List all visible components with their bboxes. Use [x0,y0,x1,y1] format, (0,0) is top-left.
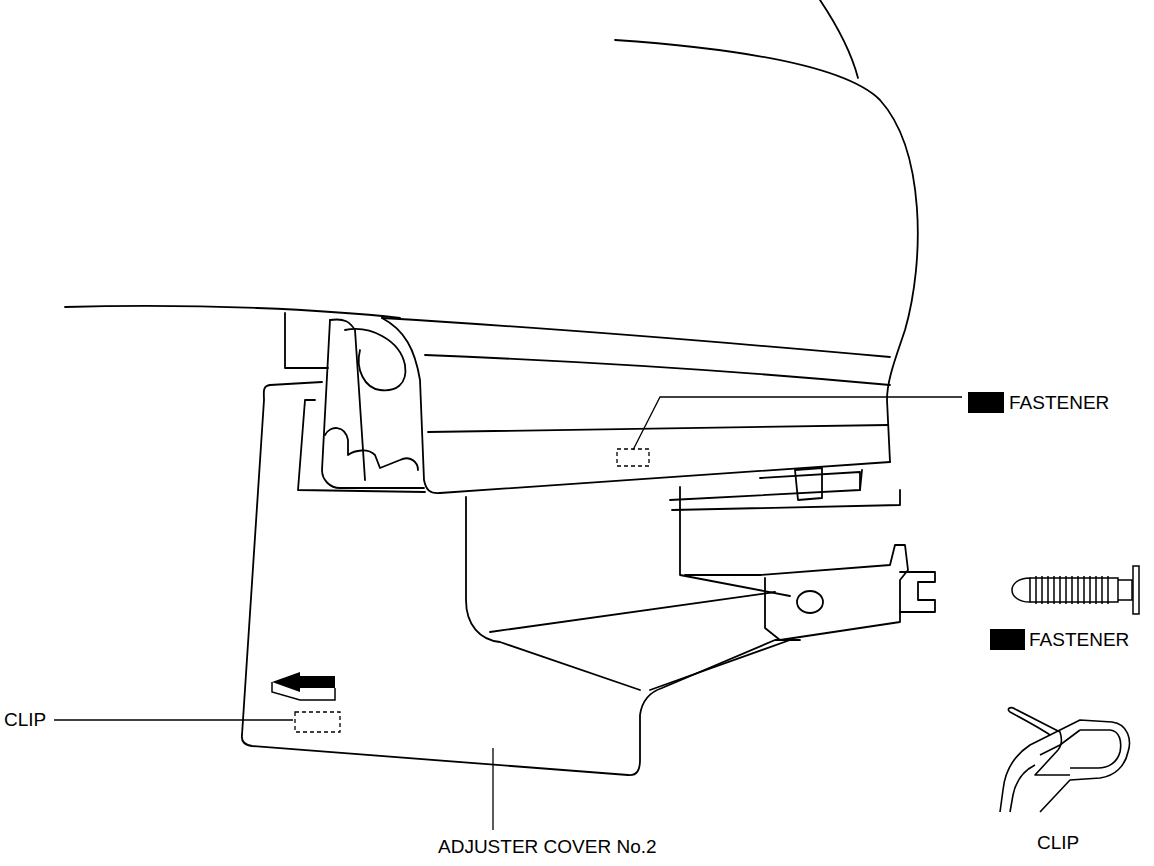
part-label: FASTENER [1008,392,1110,414]
part-label: CLIP [1036,832,1080,854]
part-label: ADJUSTER COVER No.2 [437,836,658,858]
part-label: FASTENER [1028,629,1130,651]
part-label: CLIP [3,709,47,731]
